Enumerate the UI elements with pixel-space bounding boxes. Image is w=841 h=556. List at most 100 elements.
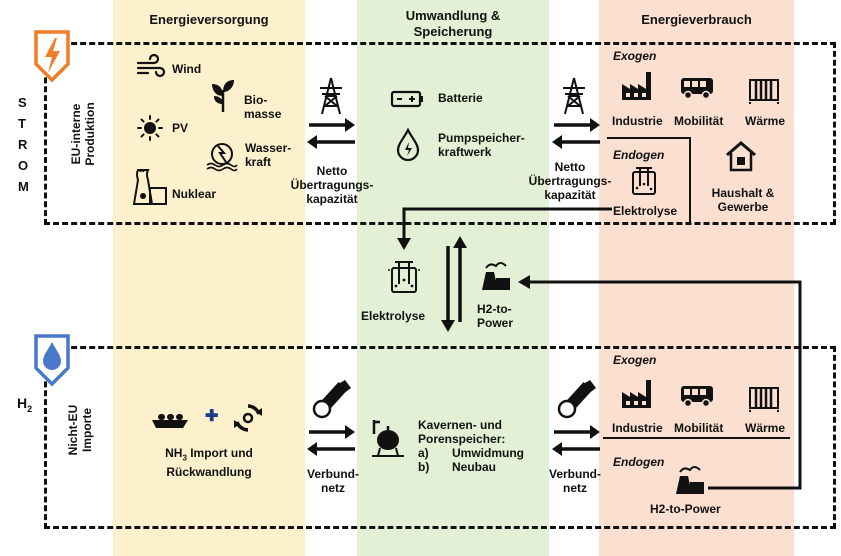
lightning-shield-icon: [34, 30, 70, 83]
middle-elektrolyse-label: Elektrolyse: [361, 309, 426, 323]
pumpspeicher-label: Pumpspeicher- kraftwerk: [438, 131, 525, 159]
kavernen-a-value: Umwidmung: [452, 446, 524, 460]
wind-icon: [136, 53, 166, 78]
h2-mobilitaet-label: Mobilität: [674, 421, 724, 435]
hydro-turbine-icon: [206, 143, 238, 172]
plus-symbol: ✚: [205, 408, 219, 425]
kavernen-b-key: b): [418, 460, 430, 474]
h2-side-letter: H: [17, 395, 28, 411]
nh3-import-line2: Rückwandlung: [166, 465, 252, 480]
verbund-right-line1: Verbund-: [548, 467, 601, 481]
h2-region-line1: Nicht-EU: [66, 404, 80, 456]
verbund-left-line1: Verbund-: [306, 467, 359, 481]
kavernen-line4: b) Neubau: [418, 460, 524, 474]
netto-arrows-right: [552, 118, 600, 149]
col-head-conversion-line1: Umwandlung &: [405, 8, 501, 23]
strom-letter-m: M: [18, 179, 29, 194]
middle-h2power-line1: H2-to-: [477, 302, 512, 316]
kavernen-line2: Porenspeicher:: [418, 432, 506, 446]
pv-label: PV: [172, 121, 189, 135]
pumpspeicher-line2: kraftwerk: [438, 145, 492, 159]
h2-power-loop-line: [528, 280, 802, 490]
bus-icon: [681, 78, 713, 100]
nh3-import-label: NH3 Import und Rückwandlung: [146, 446, 272, 479]
strom-letter-o: O: [18, 158, 29, 173]
middle-h2power-line2: Power: [477, 316, 514, 330]
supply-band: [113, 0, 305, 556]
plant-icon: [212, 80, 234, 112]
h2-endogen-label: Endogen: [613, 455, 665, 469]
nh3-sub: 3: [182, 453, 187, 463]
verbund-arrows-right: [552, 425, 600, 456]
wasserkraft-line2: kraft: [245, 155, 272, 169]
verbund-right-line2: netz: [563, 481, 587, 495]
verbund-left-line2: netz: [321, 481, 345, 495]
kavernen-line3: a) Umwidmung: [418, 446, 524, 460]
netto-left-line3: kapazität: [306, 192, 358, 206]
nh3-post: Import und: [186, 446, 253, 460]
electrolyser-icon-middle: [388, 261, 420, 293]
strom-letter-t: T: [18, 116, 26, 131]
netto-label-right: Netto Übertragungs- kapazität: [520, 160, 620, 202]
water-drop-icon: [396, 127, 420, 162]
kavernen-label: Kavernen- und Porenspeicher: a)Umwidmung…: [418, 418, 524, 474]
col-head-supply: Energieversorgung: [149, 12, 269, 27]
pylon-icon-right: [563, 77, 585, 115]
radiator-icon-h2: [749, 387, 779, 412]
haushalt-line1: Haushalt &: [711, 186, 775, 200]
col-head-conversion: Umwandlung & Speicherung: [357, 8, 549, 40]
verbund-label-left: Verbund- netz: [298, 467, 368, 495]
wasserkraft-label: Wasser- kraft: [245, 141, 291, 169]
col-head-use: Energieverbrauch: [641, 12, 752, 27]
sun-icon: [137, 115, 163, 141]
netto-right-line1: Netto: [554, 160, 586, 174]
nh3-pre: NH: [165, 446, 183, 460]
radiator-icon: [749, 79, 779, 104]
netto-right-line3: kapazität: [544, 188, 596, 202]
netto-label-left: Netto Übertragungs- kapazität: [282, 164, 382, 206]
strom-exogen-label: Exogen: [613, 49, 657, 63]
haushalt-line2: Gewerbe: [717, 200, 769, 214]
factory-icon: [622, 72, 651, 100]
strom-industrie-label: Industrie: [612, 114, 663, 128]
h2-h2power-label: H2-to-Power: [650, 502, 721, 516]
electrolyser-icon: [632, 167, 656, 195]
strom-waerme-label: Wärme: [745, 114, 786, 128]
middle-h2power-label: H2-to- Power: [477, 302, 513, 330]
up-arrowhead: [453, 236, 467, 248]
strom-endogen-label: Endogen: [613, 148, 665, 162]
recycle-icon: [234, 404, 262, 432]
h2-side-sub: 2: [27, 403, 33, 414]
factory-icon-h2: [622, 380, 651, 408]
power-plant-icon-h2: [676, 466, 704, 494]
h2-region-label: Nicht-EU Importe: [66, 390, 94, 470]
kavernen-b-value: Neubau: [452, 460, 497, 474]
netto-arrows-left: [307, 118, 355, 149]
h2-waerme-label: Wärme: [745, 421, 786, 435]
col-head-conversion-line2: Speicherung: [413, 24, 493, 39]
bus-icon-h2: [681, 386, 713, 408]
pipe-icon: [312, 380, 351, 419]
biomasse-line1: Bio-: [244, 93, 268, 107]
verbund-arrows-left: [307, 425, 355, 456]
pumpspeicher-line1: Pumpspeicher-: [438, 131, 525, 145]
strom-mobilitaet-label: Mobilität: [674, 114, 724, 128]
netto-left-line2: Übertragungs-: [290, 178, 374, 192]
battery-icon: [390, 90, 423, 108]
down-arrowhead: [441, 320, 455, 332]
nh3-import-line1: NH3 Import und: [146, 446, 272, 465]
biomasse-line2: masse: [244, 107, 282, 121]
strom-side-label: S T R O M: [18, 92, 29, 197]
tank-icon: [372, 420, 404, 457]
pylon-icon: [320, 77, 342, 115]
h2-exogen-label: Exogen: [613, 353, 657, 367]
kavernen-a-key: a): [418, 446, 429, 460]
h2-side-label: H2: [17, 396, 32, 416]
pipe-icon-right: [557, 380, 596, 419]
wind-label: Wind: [172, 62, 202, 76]
strom-elektrolyse-label: Elektrolyse: [613, 204, 678, 218]
wasserkraft-line1: Wasser-: [245, 141, 292, 155]
h2-frame: [44, 346, 836, 529]
haushalt-label: Haushalt & Gewerbe: [703, 186, 783, 214]
